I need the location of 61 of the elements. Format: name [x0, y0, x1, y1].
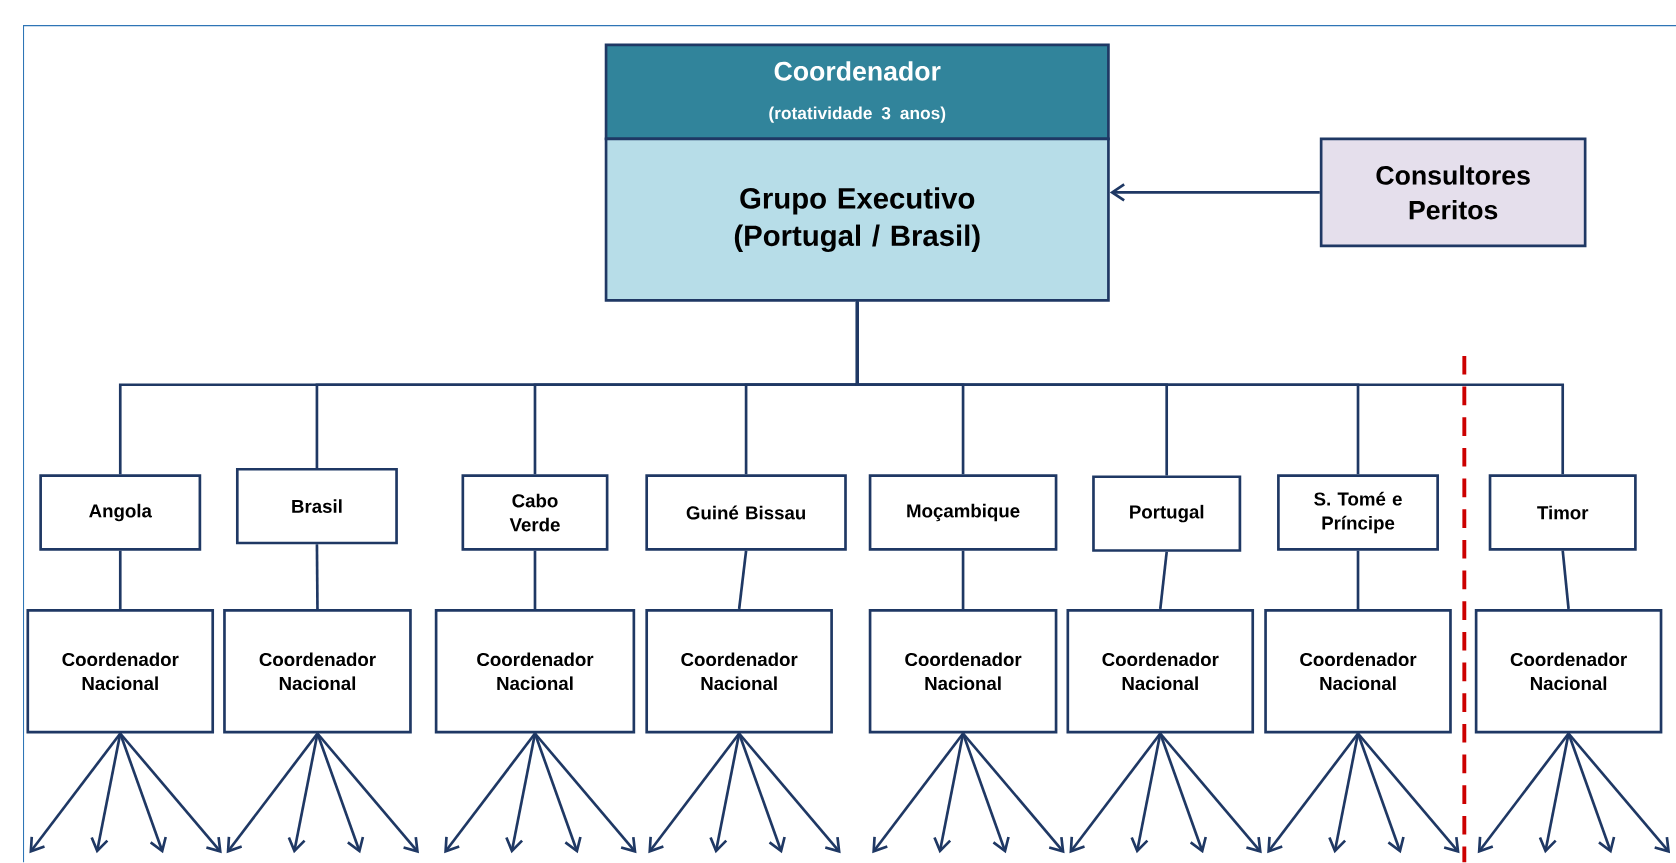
country-box: Guiné Bissau	[645, 474, 847, 551]
arrow	[933, 733, 965, 854]
coordinator-box: Coordenador Nacional	[1066, 609, 1255, 734]
arrow	[1267, 732, 1360, 854]
country-box: Brasil	[235, 468, 398, 545]
connector-line	[533, 550, 537, 610]
country-box: Portugal	[1092, 475, 1242, 553]
coordinator-box: Coordenador Nacional	[1474, 609, 1663, 734]
arrow	[316, 732, 419, 854]
arrow	[1567, 733, 1616, 854]
arrow	[287, 733, 319, 854]
consultant-box: Consultores Peritos	[1319, 137, 1587, 248]
header-box: Coordenador (rotatividade 3 anos)	[604, 43, 1110, 141]
arrow	[1357, 732, 1460, 854]
arrow	[962, 732, 1065, 854]
connector-line	[1561, 550, 1570, 610]
arrow	[1159, 733, 1208, 854]
arrow	[1538, 733, 1570, 854]
arrow	[1477, 732, 1570, 854]
arrow	[961, 733, 1010, 854]
arrow	[648, 732, 741, 854]
connector-line	[315, 544, 319, 610]
country-box: Timor	[1488, 474, 1637, 551]
coordinator-box: Coordenador Nacional	[434, 609, 636, 734]
connector-line	[855, 301, 1565, 475]
country-box: S. Tomé e Príncipe	[1277, 474, 1439, 551]
arrow	[533, 733, 582, 854]
coordinator-box: Coordenador Nacional	[1264, 609, 1452, 734]
coordinator-box: Coordenador Nacional	[645, 609, 833, 734]
arrow	[316, 733, 365, 854]
arrow	[226, 732, 319, 854]
country-box: Moçambique	[868, 474, 1058, 551]
arrow	[1130, 733, 1162, 854]
coordinator-box: Coordenador Nacional	[26, 609, 215, 734]
arrow	[1356, 733, 1405, 854]
group-box: Grupo Executivo (Portugal / Brasil)	[604, 137, 1110, 302]
connector-line	[118, 550, 122, 610]
arrow	[533, 732, 637, 854]
coordinator-box: Coordenador Nacional	[223, 609, 412, 734]
arrow	[119, 733, 167, 854]
arrow	[872, 732, 965, 854]
arrow	[90, 733, 122, 854]
arrow	[1069, 732, 1162, 854]
country-box: Angola	[39, 474, 202, 551]
arrow	[738, 732, 841, 854]
connector-line	[737, 550, 748, 610]
arrow	[1328, 733, 1360, 854]
arrow	[119, 732, 222, 854]
coordinator-box: Coordenador Nacional	[868, 609, 1058, 734]
arrow	[505, 733, 537, 854]
connector-line	[1356, 550, 1360, 610]
arrow	[1567, 732, 1671, 854]
connector-line	[1158, 551, 1168, 610]
arrow	[1109, 183, 1320, 202]
connector-line	[961, 550, 965, 610]
arrow	[737, 733, 786, 854]
arrow	[444, 732, 537, 854]
country-box: Cabo Verde	[461, 474, 609, 551]
arrow	[29, 732, 122, 854]
arrow	[709, 733, 741, 854]
arrow	[1159, 732, 1262, 854]
